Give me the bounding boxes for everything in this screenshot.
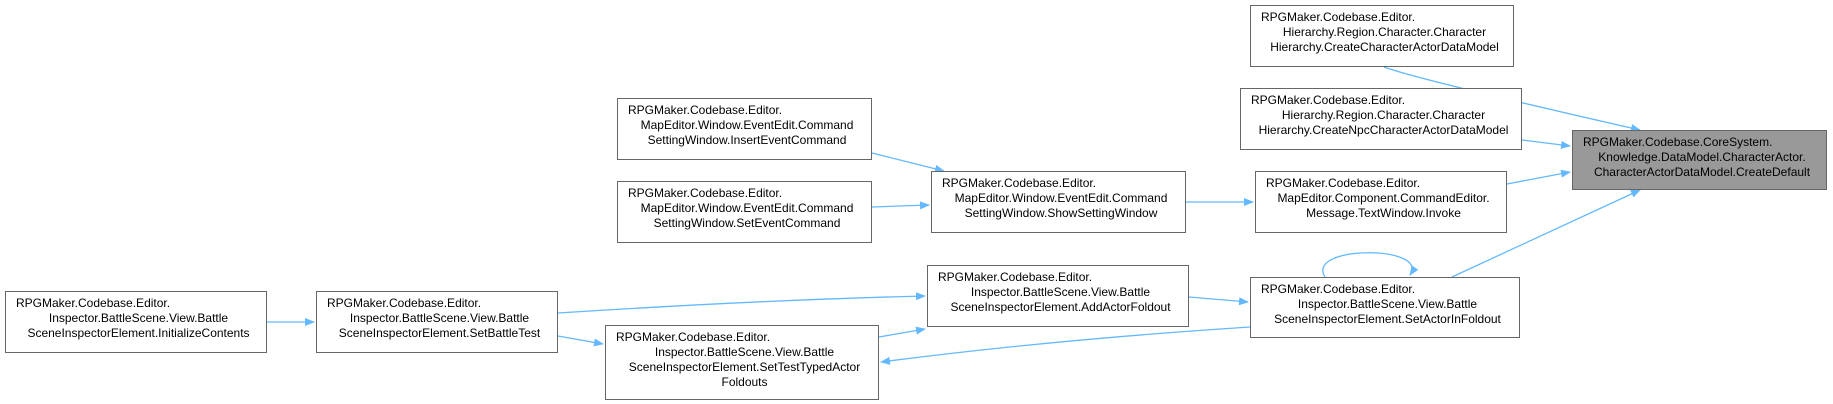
node-line: RPGMaker.Codebase.Editor. [628, 103, 783, 117]
node-line: SettingWindow.InsertEventCommand [647, 133, 847, 147]
node-line: RPGMaker.Codebase.Editor. [327, 296, 482, 310]
node-line: Inspector.BattleScene.View.Battle [654, 345, 835, 359]
node-line: SceneInspectorElement.InitializeContents [27, 326, 250, 340]
node-set-battle-test[interactable]: RPGMaker.Codebase.Editor. Inspector.Batt… [316, 291, 558, 353]
node-line: RPGMaker.Codebase.CoreSystem. [1583, 135, 1773, 149]
node-line: RPGMaker.Codebase.Editor. [1261, 10, 1416, 24]
node-line: SettingWindow.SetEventCommand [653, 216, 841, 230]
node-line: MapEditor.Window.EventEdit.Command [640, 118, 854, 132]
node-line: RPGMaker.Codebase.Editor. [942, 176, 1097, 190]
node-line: Hierarchy.Region.Character.Character [1281, 108, 1486, 122]
node-line: RPGMaker.Codebase.Editor. [16, 296, 171, 310]
edge-setactor-self [1322, 252, 1419, 278]
edge-addactor-to-setactor [1188, 296, 1249, 306]
node-line: MapEditor.Window.EventEdit.Command [640, 201, 854, 215]
node-line: SettingWindow.ShowSettingWindow [964, 206, 1158, 220]
node-line: MapEditor.Component.CommandEditor. [1277, 191, 1490, 205]
node-line: SceneInspectorElement.AddActorFoldout [950, 300, 1171, 314]
node-line: Message.TextWindow.Invoke [1306, 206, 1461, 220]
node-set-event-command[interactable]: RPGMaker.Codebase.Editor. MapEditor.Wind… [617, 181, 872, 243]
node-line: SceneInspectorElement.SetTestTypedActor [628, 360, 861, 374]
node-line: RPGMaker.Codebase.Editor. [938, 270, 1093, 284]
node-set-actor-in-foldout[interactable]: RPGMaker.Codebase.Editor. Inspector.Batt… [1250, 277, 1520, 338]
node-line: Hierarchy.CreateCharacterActorDataModel [1270, 40, 1499, 54]
edge-settest-to-addactor [557, 292, 926, 314]
node-line: RPGMaker.Codebase.Editor. [1261, 282, 1416, 296]
node-line: Hierarchy.Region.Character.Character [1282, 25, 1487, 39]
node-line: Inspector.BattleScene.View.Battle [48, 311, 229, 325]
edge-settest-to-settyped [557, 335, 604, 347]
node-line: Inspector.BattleScene.View.Battle [970, 285, 1151, 299]
node-line: Knowledge.DataModel.CharacterActor. [1598, 150, 1806, 164]
node-initialize-contents[interactable]: RPGMaker.Codebase.Editor. Inspector.Batt… [5, 291, 267, 353]
edge-textwin-to-target [1506, 169, 1571, 185]
node-set-test-typed-actor-foldouts[interactable]: RPGMaker.Codebase.Editor. Inspector.Batt… [605, 325, 879, 400]
node-create-character-actor-data-model[interactable]: RPGMaker.Codebase.Editor. Hierarchy.Regi… [1250, 5, 1514, 67]
node-character-actor-data-model-create-default[interactable]: RPGMaker.Codebase.CoreSystem. Knowledge.… [1572, 130, 1827, 190]
node-line: CharacterActorDataModel.CreateDefault [1593, 165, 1811, 179]
node-line: Inspector.BattleScene.View.Battle [349, 311, 530, 325]
node-line: Hierarchy.CreateNpcCharacterActorDataMod… [1258, 123, 1509, 137]
edge-setevent-to-showset [871, 201, 930, 210]
node-line: SceneInspectorElement.SetBattleTest [338, 326, 541, 340]
node-create-npc-character-actor-data-model[interactable]: RPGMaker.Codebase.Editor. Hierarchy.Regi… [1240, 88, 1522, 150]
node-line: RPGMaker.Codebase.Editor. [628, 186, 783, 200]
node-line: Foldouts [721, 375, 768, 389]
node-line: RPGMaker.Codebase.Editor. [1266, 176, 1421, 190]
node-line: RPGMaker.Codebase.Editor. [616, 330, 771, 344]
node-insert-event-command[interactable]: RPGMaker.Codebase.Editor. MapEditor.Wind… [617, 98, 872, 160]
node-line: Inspector.BattleScene.View.Battle [1297, 297, 1478, 311]
edge-settyped-to-addactor [878, 326, 926, 338]
node-line: RPGMaker.Codebase.Editor. [1251, 93, 1406, 107]
edge-insert-to-showset [871, 152, 945, 173]
node-add-actor-foldout[interactable]: RPGMaker.Codebase.Editor. Inspector.Batt… [927, 265, 1189, 327]
node-text-window-invoke[interactable]: RPGMaker.Codebase.Editor. MapEditor.Comp… [1255, 171, 1507, 233]
edge-hier2-to-target [1521, 139, 1571, 149]
edge-setactor-to-target [1451, 189, 1641, 278]
node-line: MapEditor.Window.EventEdit.Command [954, 191, 1168, 205]
node-show-setting-window[interactable]: RPGMaker.Codebase.Editor. MapEditor.Wind… [931, 171, 1186, 233]
node-line: SceneInspectorElement.SetActorInFoldout [1274, 312, 1501, 326]
edge-setactor-to-settyped [880, 326, 1251, 365]
